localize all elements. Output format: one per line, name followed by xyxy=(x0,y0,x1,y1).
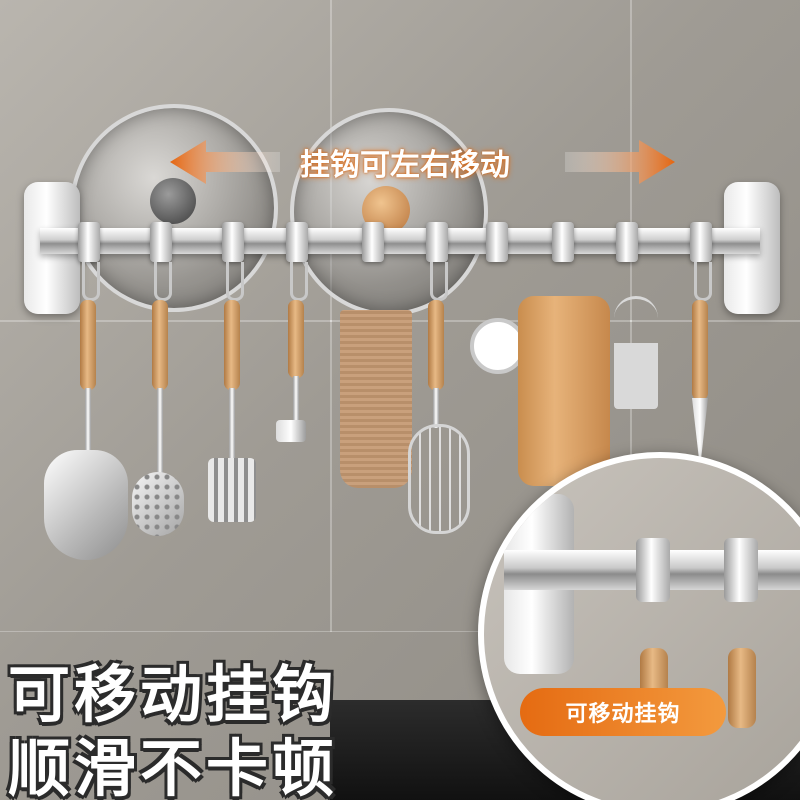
zoom-label: 可移动挂钩 xyxy=(520,688,726,736)
headline: 挂钩可左右移动 xyxy=(300,148,510,183)
hook-loop xyxy=(226,262,244,301)
zoom-hook xyxy=(724,538,758,602)
zoom-handle xyxy=(728,648,756,728)
wooden-handle xyxy=(224,300,240,390)
hook-loop xyxy=(154,262,172,301)
wooden-handle xyxy=(152,300,168,390)
utensil-shaft xyxy=(229,388,235,460)
wooden-handle xyxy=(288,300,304,378)
zoom-hook xyxy=(636,538,670,602)
wooden-handle xyxy=(80,300,96,390)
hook xyxy=(286,222,308,262)
cutting-board xyxy=(518,296,610,486)
utensil-shaft xyxy=(157,388,163,478)
utensil-shaft xyxy=(85,388,91,468)
hook xyxy=(486,222,508,262)
utensil-shaft xyxy=(433,388,439,428)
scissors xyxy=(614,296,658,409)
hook-loop xyxy=(290,262,308,301)
hook-loop xyxy=(694,262,712,301)
hook-loop xyxy=(430,262,448,301)
slogan-line-2: 顺滑不卡顿 xyxy=(8,732,339,800)
spatula-head xyxy=(44,450,128,560)
lid-knob-left xyxy=(150,178,196,224)
hanging-rail xyxy=(40,228,760,254)
hook xyxy=(150,222,172,262)
hook-loop xyxy=(82,262,100,301)
hand-towel xyxy=(340,310,412,488)
hook xyxy=(362,222,384,262)
hook xyxy=(552,222,574,262)
arrow-left-icon xyxy=(170,140,280,184)
skimmer-head xyxy=(132,472,184,536)
hook xyxy=(616,222,638,262)
slogan-line-1: 可移动挂钩 xyxy=(8,658,339,731)
hook xyxy=(690,222,712,262)
hook xyxy=(78,222,100,262)
opener-head xyxy=(276,420,306,442)
hook xyxy=(426,222,448,262)
hook xyxy=(222,222,244,262)
whisk-head xyxy=(408,424,470,534)
zoom-detail-circle xyxy=(478,452,800,800)
wooden-handle xyxy=(692,300,708,400)
arrow-right-icon xyxy=(565,140,675,184)
slotted-turner-head xyxy=(208,458,256,522)
utensil-shaft xyxy=(293,376,299,424)
wooden-handle xyxy=(428,300,444,390)
